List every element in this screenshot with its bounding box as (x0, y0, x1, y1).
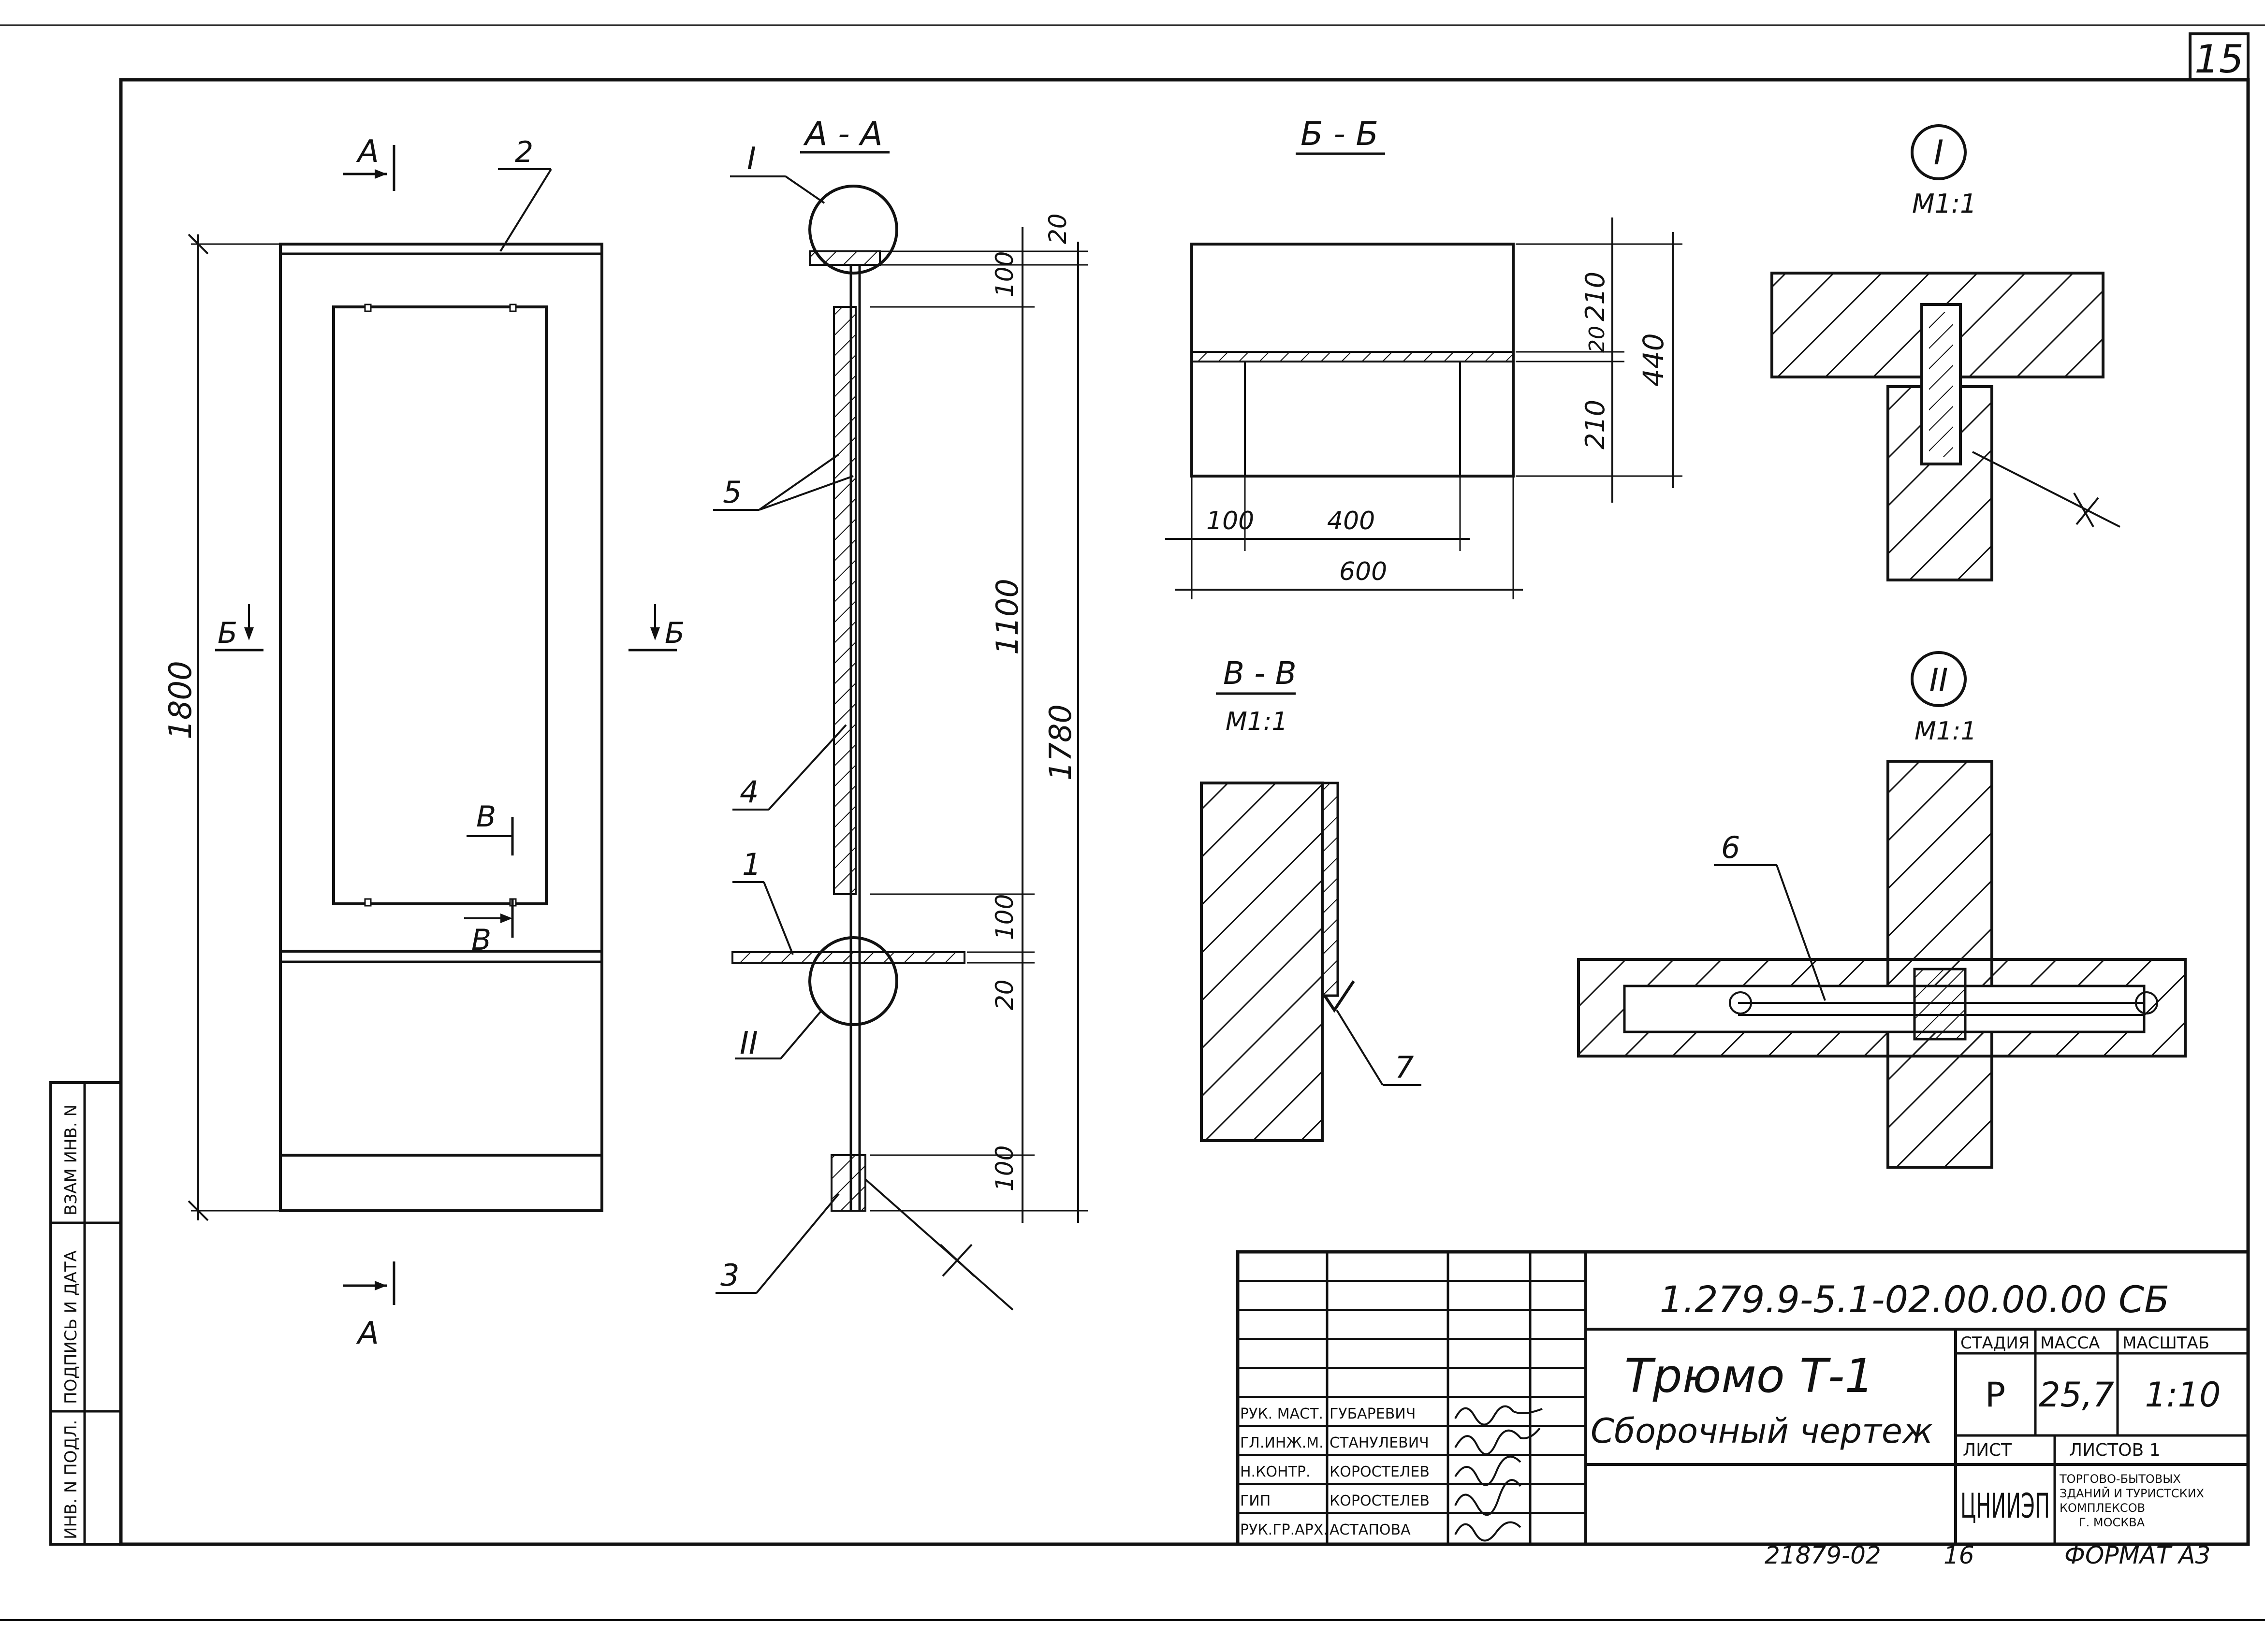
callout-2: 2 (515, 135, 533, 169)
cut-a-bottom: А (356, 1316, 379, 1351)
footer-format: ФОРМАТ А3 (2064, 1541, 2210, 1569)
node-1-scale: М1:1 (1912, 188, 1977, 219)
dim-bb-bottom: 210 (1580, 400, 1610, 449)
dim-aa-shelf: 20 (991, 979, 1019, 1010)
mirror-outline (332, 305, 548, 905)
section-aa: А - А I II 5 4 1 (713, 115, 1088, 1311)
dim-aa-mirror: 1100 (990, 579, 1025, 655)
org-line-3: КОМПЛЕКСОВ (2060, 1501, 2145, 1515)
org-line-2: ЗДАНИЙ И ТУРИСТСКИХ (2060, 1486, 2204, 1500)
header-scale: МАСШТАБ (2122, 1333, 2209, 1353)
section-vv: В - В М1:1 7 (1200, 656, 1421, 1142)
dim-aa-bottom: 100 (991, 1145, 1019, 1191)
footer-doc-no: 21879-02 (1765, 1541, 1881, 1569)
callout-3: 3 (720, 1258, 739, 1293)
page-number: 15 (2194, 37, 2244, 82)
node-2-detail-label: II (1929, 662, 1948, 699)
org-line-4: Г. МОСКВА (2079, 1516, 2145, 1529)
org-line-1: ТОРГОВО-БЫТОВЫХ (2059, 1472, 2181, 1486)
section-aa-title: А - А (803, 115, 883, 153)
drawing-subname: Сборочный чертеж (1591, 1411, 1933, 1451)
signer-name-4: КОРОСТЕЛЕВ (1330, 1493, 1430, 1509)
front-view: 1800 А А Б Б В В 2 (163, 134, 685, 1351)
cut-b-right: Б (665, 616, 685, 650)
dim-aa-total: 1780 (1043, 704, 1078, 781)
stamp-signature-date: ПОДПИСЬ И ДАТА (61, 1250, 81, 1404)
value-stage: Р (1985, 1375, 2005, 1415)
drawing-name: Трюмо Т-1 (1624, 1349, 1874, 1403)
section-bb-title: Б - Б (1301, 115, 1378, 153)
signer-role-3: Н.КОНТР. (1240, 1464, 1311, 1480)
header-mass: МАССА (2040, 1333, 2100, 1353)
dim-bb-inner: 400 (1327, 507, 1375, 536)
node-1-circle (808, 185, 898, 275)
value-mass: 25,7 (2039, 1375, 2114, 1415)
node-2-detail: II М1:1 6 (1577, 651, 2187, 1169)
title-block: 1.279.9-5.1-02.00.00.00 СБ Трюмо Т-1 Сбо… (1236, 1250, 2250, 1546)
header-sheet: ЛИСТ (1963, 1440, 2012, 1460)
signer-name-2: СТАНУЛЕВИЧ (1330, 1435, 1429, 1451)
node-2-circle (808, 936, 898, 1026)
callout-6: 6 (1721, 830, 1740, 865)
footer-page: 16 (1944, 1541, 1974, 1569)
dim-bb-width: 600 (1339, 557, 1387, 586)
cut-b-left: Б (218, 616, 237, 650)
value-scale: 1:10 (2145, 1375, 2221, 1415)
dim-bb-total: 440 (1637, 333, 1670, 387)
dim-aa-gap: 100 (991, 251, 1019, 297)
page-number-box (2189, 32, 2250, 81)
section-vv-scale: М1:1 (1226, 707, 1288, 736)
section-bb: Б - Б 210 20 210 440 100 400 600 (1165, 115, 1682, 599)
node-2-label: II (740, 1026, 758, 1061)
dim-bb-mid: 20 (1585, 326, 1609, 353)
stamp-inv-podl: ИНВ. N ПОДЛ. (61, 1420, 81, 1539)
dim-aa-top: 20 (1044, 213, 1072, 244)
front-outline (279, 243, 603, 1212)
signer-role-1: РУК. МАСТ. (1240, 1406, 1323, 1422)
callout-1: 1 (742, 847, 761, 882)
header-sheets: ЛИСТОВ 1 (2069, 1440, 2161, 1460)
cut-a-top: А (356, 134, 379, 170)
side-stamp: ИНВ. N ПОДЛ. ПОДПИСЬ И ДАТА ВЗАМ ИНВ. N (49, 1081, 122, 1546)
signature-squiggles (1454, 1405, 1543, 1542)
signer-name-1: ГУБАРЕВИЧ (1330, 1406, 1416, 1422)
node-1-detail: I М1:1 (1770, 124, 2120, 581)
callout-7: 7 (1395, 1050, 1414, 1085)
stamp-vzam-inv: ВЗАМ ИНВ. N (61, 1104, 81, 1216)
callout-4: 4 (740, 774, 759, 810)
signer-role-5: РУК.ГР.АРХ. (1240, 1522, 1328, 1538)
dim-bb-top: 210 (1580, 272, 1610, 321)
dim-aa-gap2: 100 (991, 894, 1019, 940)
node-1-detail-label: I (1934, 133, 1944, 173)
dim-bb-left: 100 (1206, 507, 1254, 536)
signer-role-4: ГИП (1240, 1493, 1271, 1509)
node-2-scale: М1:1 (1914, 717, 1977, 746)
cut-v-bottom: В (471, 923, 491, 957)
drawing-code: 1.279.9-5.1-02.00.00.00 СБ (1660, 1278, 2169, 1321)
dim-front-height: 1800 (163, 661, 199, 739)
signer-name-3: КОРОСТЕЛЕВ (1330, 1464, 1430, 1480)
org-logo: ЦНИИЭП (1960, 1486, 2050, 1526)
section-vv-title: В - В (1223, 656, 1297, 692)
signer-role-2: ГЛ.ИНЖ.М. (1240, 1435, 1324, 1451)
header-stage: СТАДИЯ (1960, 1333, 2030, 1353)
node-1-label: I (747, 141, 756, 177)
drawing-frame (119, 78, 2250, 1546)
signer-name-5: АСТАПОВА (1330, 1522, 1411, 1538)
callout-5: 5 (723, 475, 742, 510)
cut-v-top: В (476, 800, 496, 834)
